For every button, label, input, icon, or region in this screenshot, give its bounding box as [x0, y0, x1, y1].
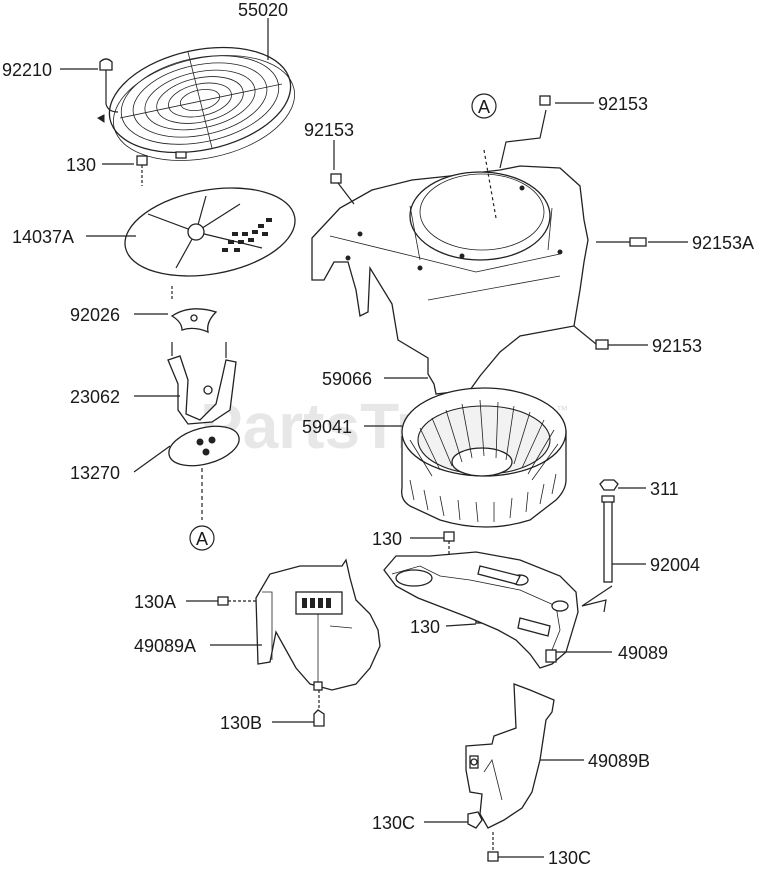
part-59041-fan[interactable]: [401, 387, 567, 528]
label-49089A[interactable]: 49089A: [134, 636, 196, 656]
label-130-top[interactable]: 130: [66, 155, 96, 175]
label-130A[interactable]: 130A: [134, 592, 176, 612]
part-55020-screen[interactable]: [97, 32, 304, 176]
label-23062[interactable]: 23062: [70, 387, 120, 407]
part-130-bolt-top[interactable]: [136, 155, 148, 186]
part-130C-bolt-a[interactable]: [467, 811, 483, 829]
part-92153-bolt-left[interactable]: [330, 173, 355, 205]
part-130A-bolt[interactable]: [217, 596, 258, 606]
label-59066[interactable]: 59066: [322, 369, 372, 389]
label-92153-left[interactable]: 92153: [304, 120, 354, 140]
ref-marker-a-upper: [471, 93, 497, 119]
part-130C-bolt-b[interactable]: [487, 832, 499, 862]
part-92004-stud[interactable]: [581, 495, 615, 613]
label-14037A[interactable]: 14037A: [12, 227, 74, 247]
label-49089B[interactable]: 49089B: [588, 751, 650, 771]
part-130B-bolt[interactable]: [313, 690, 325, 727]
label-92026[interactable]: 92026: [70, 305, 120, 325]
label-130B[interactable]: 130B: [220, 713, 262, 733]
part-14037A-fan-plate[interactable]: [118, 176, 302, 289]
label-130C-b[interactable]: 130C: [548, 848, 591, 868]
part-92026-spacer[interactable]: [170, 286, 218, 334]
part-92153-bolt-right[interactable]: [573, 325, 609, 350]
label-92153A[interactable]: 92153A: [692, 233, 754, 253]
ref-marker-a-lower-label: A: [196, 529, 208, 549]
part-311-nut[interactable]: [599, 479, 619, 491]
part-49089B-cover[interactable]: [465, 683, 555, 829]
ref-marker-a-lower: [189, 525, 215, 551]
part-49089-baffle[interactable]: [383, 551, 579, 669]
part-13270-plate[interactable]: [165, 419, 244, 520]
part-49089A-shield[interactable]: [255, 558, 381, 691]
label-130-mid[interactable]: 130: [372, 529, 402, 549]
part-92153-bolt-top[interactable]: [539, 95, 551, 106]
part-130-bolt-mid[interactable]: [443, 531, 455, 556]
label-59041[interactable]: 59041: [302, 417, 352, 437]
label-55020[interactable]: 55020: [238, 0, 288, 20]
part-92153A-bolt[interactable]: [596, 237, 647, 247]
label-130C-a[interactable]: 130C: [372, 813, 415, 833]
label-92153-top[interactable]: 92153: [598, 94, 648, 114]
ref-marker-a-upper-label: A: [478, 97, 490, 117]
leader-lines: [60, 18, 688, 858]
part-59066-blower-housing[interactable]: [311, 109, 589, 395]
label-130-low[interactable]: 130: [410, 617, 440, 637]
part-23062-bracket[interactable]: [167, 342, 237, 425]
label-49089[interactable]: 49089: [618, 643, 668, 663]
label-92153-right[interactable]: 92153: [652, 336, 702, 356]
label-92210[interactable]: 92210: [2, 60, 52, 80]
label-311[interactable]: 311: [650, 479, 679, 499]
label-92004[interactable]: 92004: [650, 555, 700, 575]
label-13270[interactable]: 13270: [70, 463, 120, 483]
part-92210-nut[interactable]: [99, 58, 119, 113]
